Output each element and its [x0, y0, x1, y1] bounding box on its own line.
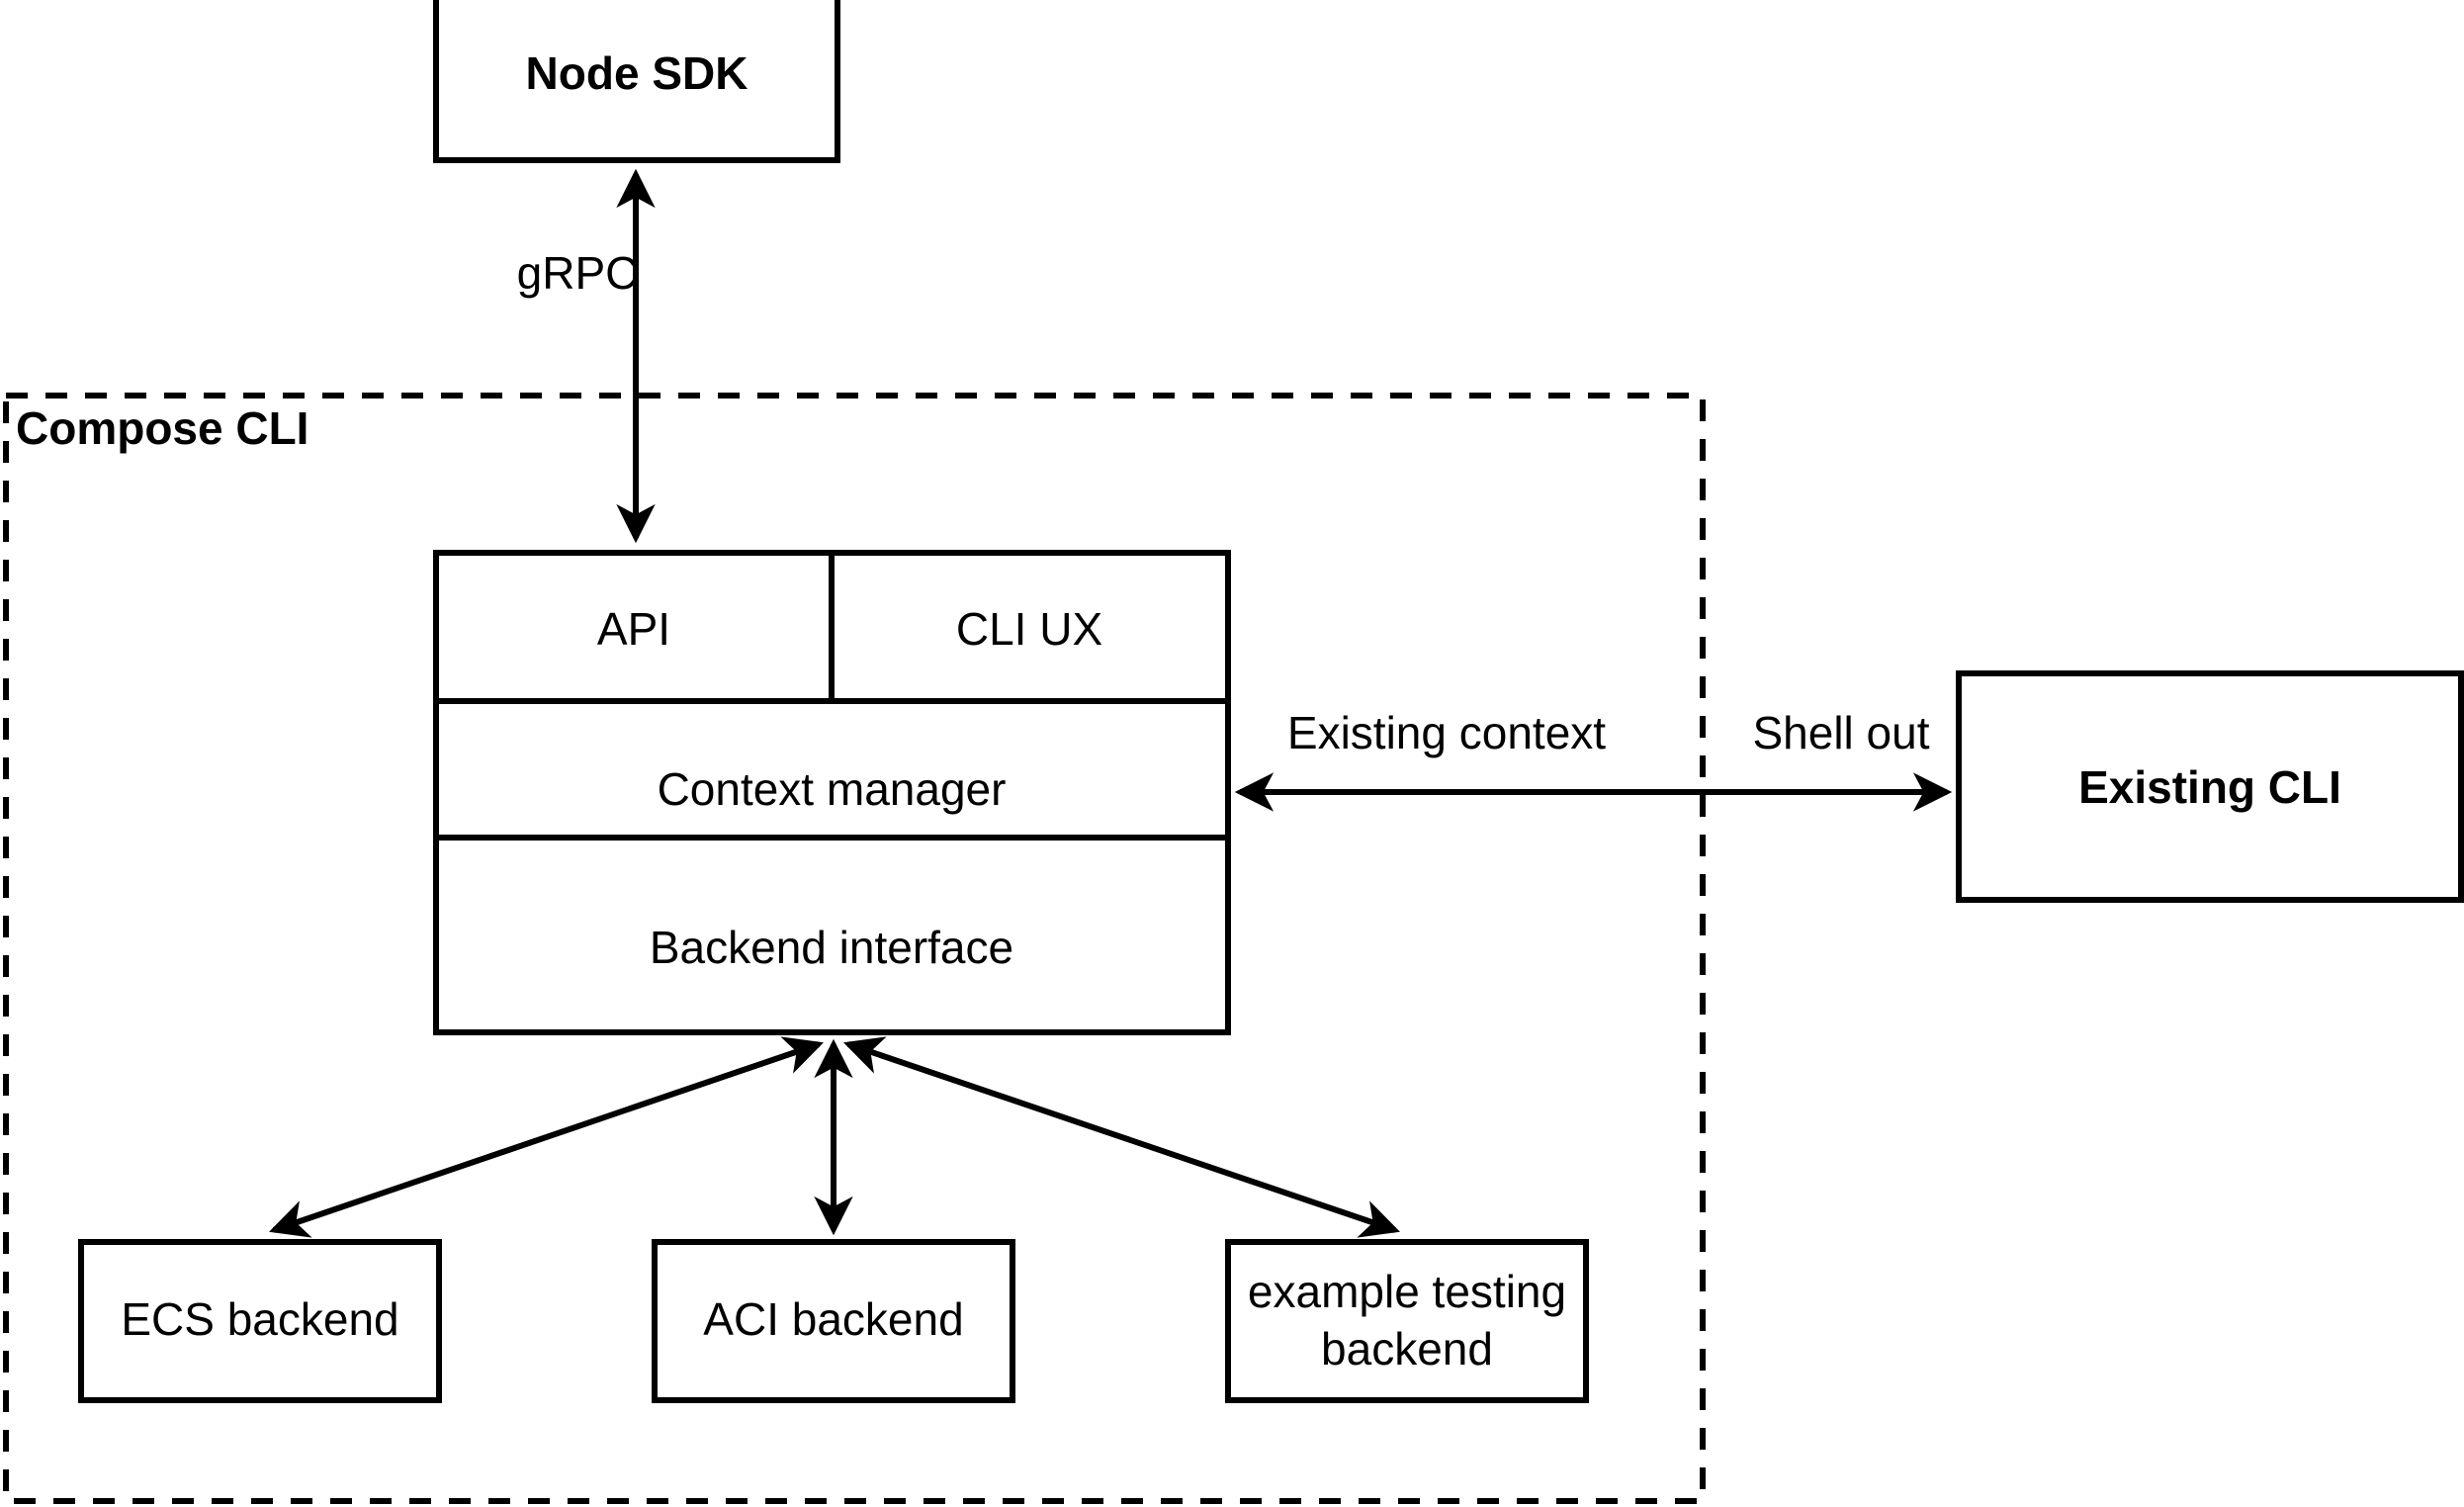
node-sdk-box[interactable]	[433, 0, 840, 163]
backend-interface-label: Backend interface	[650, 922, 1013, 973]
ecs-backend-label: ECS backend	[121, 1293, 398, 1345]
api-label: API	[597, 603, 670, 655]
compose-cli-group-boundary	[3, 393, 1706, 1504]
cli-ux-label: CLI UX	[956, 603, 1102, 655]
existing-context-edge-label: Existing context	[1287, 707, 1606, 758]
example-testing-backend-label-line1: example testing	[1248, 1266, 1566, 1317]
example-testing-backend-box[interactable]	[1225, 1239, 1589, 1403]
shell-out-edge-label: Shell out	[1752, 707, 1929, 758]
context-manager-label: Context manager	[658, 763, 1007, 815]
aci-backend-label: ACI backend	[703, 1293, 963, 1345]
existing-cli-label: Existing CLI	[2078, 761, 2341, 813]
aci-backend-box[interactable]	[652, 1239, 1015, 1403]
grpc-edge-label: gRPC	[517, 247, 639, 299]
existing-cli-box[interactable]	[1956, 670, 2464, 903]
backend-interface-to-example-connector	[843, 1036, 1400, 1238]
ecs-backend-box[interactable]	[78, 1239, 442, 1403]
example-testing-backend-label-line2: backend	[1321, 1323, 1493, 1374]
compose-cli-group-label: Compose CLI	[16, 402, 308, 454]
node-sdk-label: Node SDK	[526, 47, 748, 99]
backend-interface-to-ecs-connector	[269, 1036, 824, 1238]
